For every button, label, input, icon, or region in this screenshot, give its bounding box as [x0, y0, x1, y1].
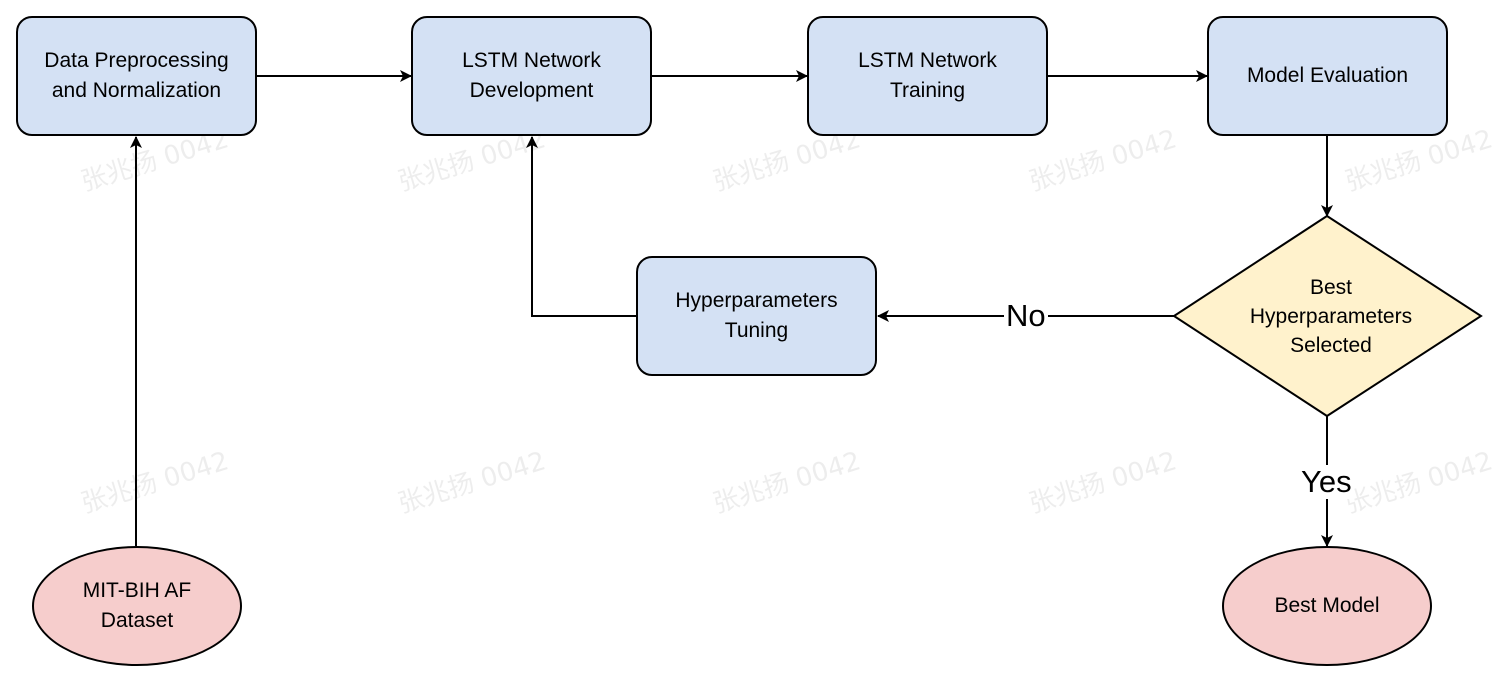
edge-tuning-to-development [526, 136, 636, 317]
lstm-training-label: LSTM Network Training [858, 49, 997, 102]
dataset-label: MIT-BIH AF Dataset [82, 579, 192, 632]
edge-label-yes: Yes [1299, 464, 1354, 499]
lstm-development-label: LSTM Network Development [462, 49, 601, 102]
decision-diamond [1172, 214, 1483, 418]
best-model-label: Best Model [1274, 594, 1380, 617]
edge-label-no: No [1004, 298, 1048, 333]
lstm-development-node: LSTM Network Development [411, 16, 652, 136]
hyperparameters-tuning-label: Hyperparameters Tuning [675, 289, 838, 342]
data-preprocessing-label: Data Preprocessing and Normalization [44, 49, 229, 102]
lstm-training-node: LSTM Network Training [807, 16, 1048, 136]
hyperparameters-tuning-node: Hyperparameters Tuning [636, 256, 877, 376]
model-evaluation-label: Model Evaluation [1246, 64, 1409, 87]
best-model-node: Best Model [1222, 546, 1432, 666]
best-hyperparameters-label: Best Hyperparameters Selected [1249, 275, 1413, 357]
data-preprocessing-node: Data Preprocessing and Normalization [16, 16, 257, 136]
model-evaluation-node: Model Evaluation [1207, 16, 1448, 136]
dataset-node: MIT-BIH AF Dataset [32, 546, 242, 666]
